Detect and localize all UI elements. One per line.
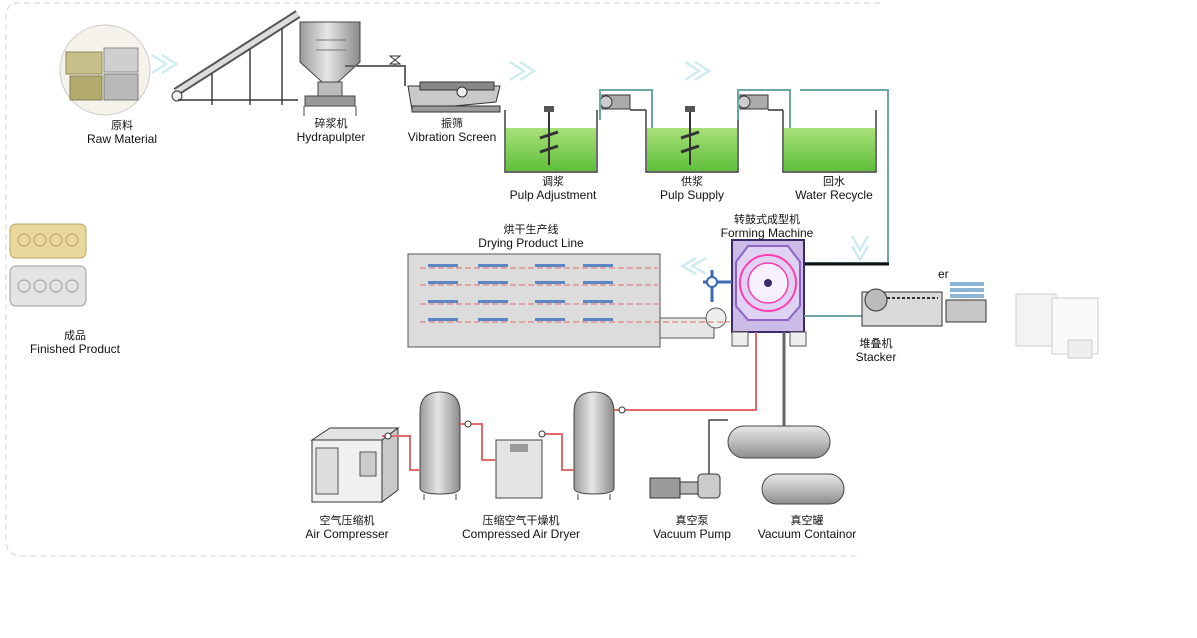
- forming-machine: [703, 239, 807, 347]
- air-storage-tank-1: [419, 391, 461, 500]
- pump-icon: [599, 94, 769, 110]
- flow-arrows: [151, 53, 870, 276]
- pulp-supply-label: 供浆 Pulp Supply: [659, 175, 725, 202]
- conveyor-belt: [171, 10, 301, 105]
- hydrapulpter-machine: [299, 21, 361, 116]
- finished-product-image: [9, 223, 87, 307]
- vibration-screen-machine: [407, 81, 501, 113]
- valve-icon: [388, 55, 402, 65]
- valve-icon: [384, 406, 626, 440]
- stacker-label: 堆叠机 Stacker: [855, 337, 897, 364]
- finished-product-label: 成品 Finished Product: [29, 329, 121, 356]
- stacker-machine: [861, 282, 987, 327]
- air-compressor-machine: [310, 427, 400, 503]
- vacuum-pump-label: 真空泵 Vacuum Pump: [653, 514, 731, 541]
- vibration-screen-label: 振筛 Vibration Screen: [407, 117, 497, 144]
- air-storage-tank-2: [573, 391, 615, 500]
- pulp-adjustment-tank: [504, 106, 598, 173]
- drying-line-label: 烘干生产线 Drying Product Line: [478, 223, 584, 250]
- vacuum-pump-machine: [649, 419, 728, 499]
- raw-material-image: [59, 24, 151, 116]
- forming-machine-label: 转鼓式成型机 Forming Machine: [720, 213, 814, 240]
- pulp-supply-tank: [645, 106, 739, 173]
- frame-border: [5, 2, 880, 557]
- vacuum-container-label: 真空罐 Vacuum Containor: [757, 514, 857, 541]
- product-stack-image: [1015, 293, 1099, 359]
- water-recycle-tank: [782, 110, 877, 173]
- air-compressor-label: 空气压缩机 Air Compresser: [305, 514, 389, 541]
- water-recycle-label: 回水 Water Recycle: [795, 175, 873, 202]
- raw-material-label: 原料 Raw Material: [86, 119, 158, 146]
- drying-line-machine: [407, 253, 730, 348]
- hydrapulpter-label: 碎浆机 Hydrapulpter: [296, 117, 366, 144]
- air-dryer-machine: [495, 439, 543, 499]
- vacuum-container-tanks: [727, 332, 845, 505]
- stacker-fragment-label: er: [938, 267, 949, 281]
- air-dryer-label: 压缩空气干燥机 Compressed Air Dryer: [461, 514, 581, 541]
- pulp-adjustment-label: 调浆 Pulp Adjustment: [509, 175, 597, 202]
